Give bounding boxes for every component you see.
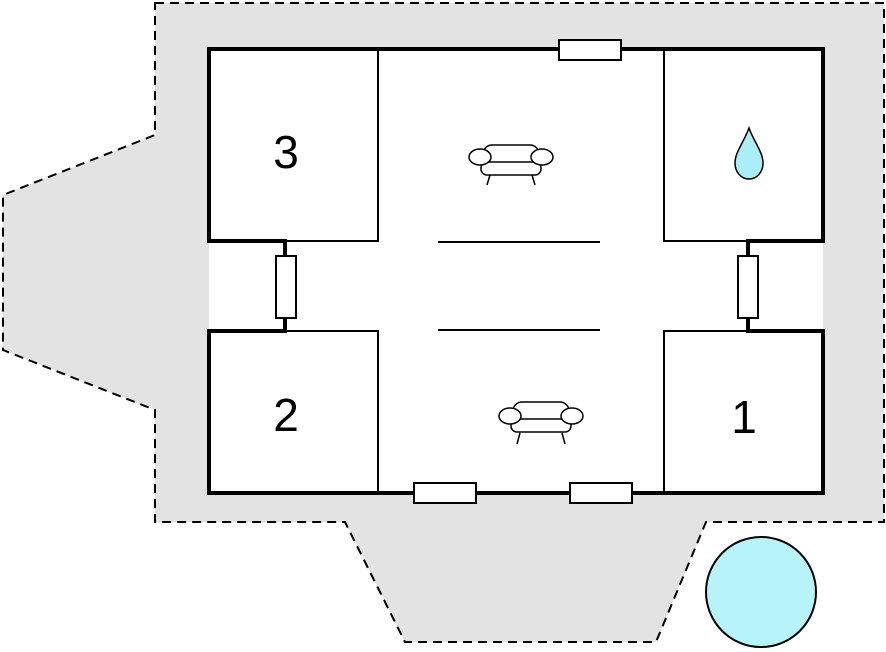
outer-walls <box>207 47 825 495</box>
windows <box>275 39 759 504</box>
sofa-icon <box>468 144 554 186</box>
inner-walls <box>285 49 748 493</box>
room-label-3: 3 <box>273 126 299 178</box>
room-label-2: 2 <box>273 389 299 441</box>
water-drop-icon <box>734 125 764 180</box>
window-right <box>737 255 759 319</box>
window-bottom-2 <box>569 482 633 504</box>
window-bottom-1 <box>413 482 477 504</box>
window-top <box>558 39 622 61</box>
pool <box>705 536 817 648</box>
room-label-1: 1 <box>731 391 757 443</box>
sofa-icon <box>498 401 584 445</box>
window-left <box>275 255 297 319</box>
